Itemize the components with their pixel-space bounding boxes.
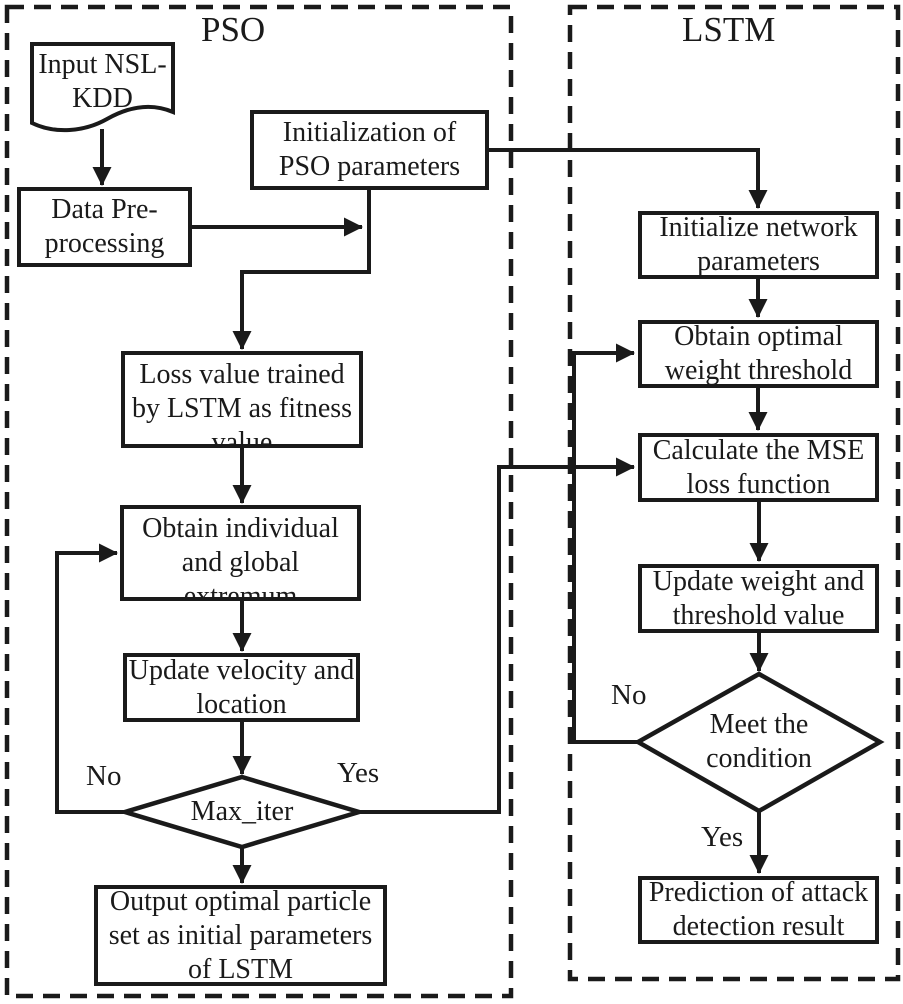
node-data-preprocessing: Data Pre- processing — [17, 187, 192, 267]
text-line: Obtain individual — [142, 513, 339, 544]
node-initialization-pso-parameters: Initialization of PSO parameters — [250, 110, 489, 190]
arrow-maxiter-yes-to-mse — [359, 457, 635, 814]
node-obtain-optimal-weight-threshold: Obtain optimal weight threshold — [638, 320, 879, 388]
arrow-condition-no-loop — [572, 343, 638, 744]
text-line: processing — [44, 228, 165, 259]
text-line: Update weight and — [652, 565, 865, 597]
lstm-boundary — [567, 4, 901, 982]
text-line: threshold value — [672, 599, 845, 631]
text-line: weight threshold — [664, 355, 853, 386]
pso-yes-label: Yes — [337, 757, 380, 789]
text-line: detection result — [672, 911, 845, 942]
text-line: KDD — [72, 83, 133, 114]
node-prediction-attack-detection: Prediction of attack detection result — [638, 876, 879, 944]
text-line: Max_iter — [190, 796, 294, 827]
text-line: extremum — [183, 581, 298, 601]
node-calculate-mse-loss: Calculate the MSE loss function — [638, 433, 879, 502]
text-line: Output optimal particle — [109, 885, 372, 917]
document-shape-input — [30, 42, 175, 133]
node-maxiter-label: Max_iter — [142, 795, 342, 829]
text-line: Data Pre- — [51, 194, 158, 225]
text-line: set as initial parameters — [108, 919, 373, 951]
node-initialize-network-parameters: Initialize network parameters — [638, 211, 879, 279]
text-line: Update velocity and — [128, 654, 355, 686]
text-line: loss function — [686, 468, 831, 500]
text-line: condition — [706, 743, 812, 774]
arrow-initparams-to-initnetwork — [489, 148, 768, 209]
arrow-maxiter-no-loop — [55, 543, 125, 814]
pso-title: PSO — [201, 10, 266, 49]
node-update-weight-threshold: Update weight and threshold value — [638, 564, 879, 633]
text-line: by LSTM as fitness — [131, 393, 353, 424]
text-line: Meet the — [709, 709, 809, 740]
pso-boundary — [4, 4, 514, 999]
arrow-init-to-loss — [232, 189, 371, 350]
text-line: and global — [181, 547, 300, 578]
node-update-velocity-location: Update velocity and location — [123, 653, 360, 722]
text-line: PSO parameters — [278, 151, 461, 182]
maxiter-diamond — [117, 774, 367, 850]
node-obtain-extremum: Obtain individual and global extremum — [120, 505, 361, 601]
text-line: Input NSL- — [38, 49, 167, 80]
text-line: Initialization of — [282, 117, 457, 148]
node-meet-condition-label: Meet the condition — [659, 708, 859, 776]
text-line: Calculate the MSE — [652, 434, 865, 466]
text-line: of LSTM — [188, 953, 293, 985]
text-line: value — [211, 427, 273, 448]
lstm-no-label: No — [611, 679, 647, 711]
lstm-yes-label: Yes — [701, 821, 744, 853]
condition-diamond — [633, 671, 885, 814]
text-line: Loss value trained — [139, 359, 345, 390]
lstm-title: LSTM — [682, 10, 776, 49]
pso-no-label: No — [86, 760, 122, 792]
text-line: Initialize network — [659, 212, 858, 243]
node-loss-value-fitness: Loss value trained by LSTM as fitness va… — [121, 351, 363, 448]
text-line: Obtain optimal — [674, 321, 843, 352]
text-line: parameters — [697, 246, 820, 277]
node-input-nsl-kdd: Input NSL- KDD — [32, 48, 173, 116]
text-line: location — [196, 688, 287, 720]
text-line: Prediction of attack — [648, 877, 869, 908]
node-output-optimal-particle: Output optimal particle set as initial p… — [94, 885, 387, 986]
